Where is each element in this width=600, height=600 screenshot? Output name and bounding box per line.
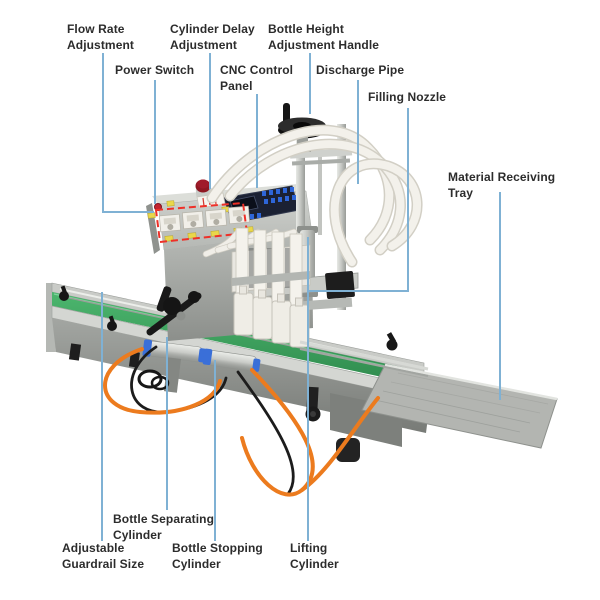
right-guardrail [299, 332, 429, 422]
leader-line-material-tray [499, 192, 501, 400]
label-bottle-separating-cylinder: Bottle Separating Cylinder [113, 512, 215, 542]
label-lifting-cylinder: Lifting Cylinder [290, 541, 339, 571]
label-material-receiving-tray: Material Receiving Tray [448, 170, 556, 200]
label-cylinder-delay-adjustment: Cylinder Delay Adjustment [170, 22, 255, 52]
leader-line-power-switch [154, 80, 156, 204]
label-cnc-control-panel: CNC Control Panel [220, 63, 294, 93]
leader-line-bottle-separating [166, 337, 168, 510]
bottles [233, 285, 310, 348]
leader-line-bottle-stopping [214, 360, 216, 541]
bottle-separating-clamp [146, 286, 202, 336]
pneumatics [103, 286, 380, 497]
leader-line-lifting-cylinder [307, 237, 309, 541]
label-power-switch: Power Switch [115, 63, 195, 77]
leader-line-bottle-height [309, 53, 311, 114]
label-adjustable-guardrail-size: Adjustable Guardrail Size [62, 541, 145, 571]
leader-line-filling-nozzle [407, 108, 409, 292]
label-filling-nozzle: Filling Nozzle [368, 90, 447, 104]
leader-line-filling-nozzle-elbow [307, 290, 409, 292]
label-discharge-pipe: Discharge Pipe [316, 63, 405, 77]
leader-line-flow-rate-elbow [102, 211, 154, 213]
air-tubes [103, 345, 380, 497]
leader-line-guardrail [101, 292, 103, 541]
leader-line-flow-rate [102, 53, 104, 211]
bottle-stopping-cylinder [202, 348, 261, 372]
leader-line-discharge-pipe [357, 80, 359, 184]
leader-line-cnc-panel [256, 94, 258, 188]
material-receiving-tray [330, 363, 558, 449]
guardrail-knob [59, 285, 117, 331]
leader-line-cylinder-delay [209, 53, 211, 189]
flow-rate-highlight-box [154, 201, 249, 244]
label-bottle-height-handle: Bottle Height Adjustment Handle [268, 22, 380, 52]
label-flow-rate-adjustment: Flow Rate Adjustment [67, 22, 134, 52]
label-bottle-stopping-cylinder: Bottle Stopping Cylinder [172, 541, 263, 571]
